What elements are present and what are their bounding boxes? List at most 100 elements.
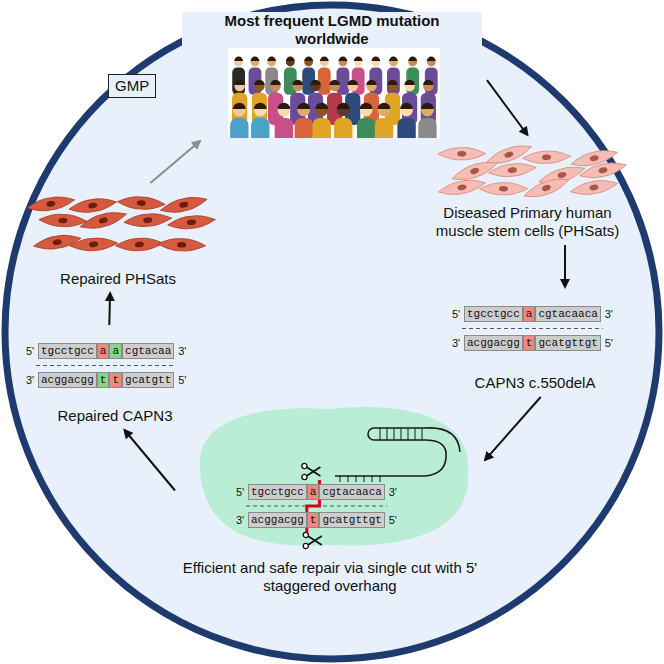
person-head bbox=[234, 81, 244, 91]
person-head bbox=[286, 58, 295, 67]
strand-end-label: 3' bbox=[448, 336, 464, 350]
muscle-cell bbox=[123, 212, 172, 228]
person-head bbox=[278, 104, 291, 117]
strand-end-label: 3' bbox=[174, 344, 190, 358]
muscle-cell bbox=[33, 232, 82, 252]
cell-nucleus bbox=[187, 219, 197, 226]
sequence-base: tgcctgcc bbox=[248, 484, 307, 500]
cell-nucleus bbox=[58, 218, 67, 224]
person-head bbox=[254, 81, 264, 91]
muscle-cell bbox=[117, 196, 166, 211]
person-hair bbox=[378, 103, 391, 109]
strand-end-label: 5' bbox=[601, 336, 617, 350]
panel-label: Efficient and safe repair via single cut… bbox=[180, 559, 480, 595]
cell-body bbox=[167, 213, 216, 231]
sgrna-stem bbox=[380, 428, 422, 440]
muscle-cell bbox=[438, 148, 486, 160]
sgrna bbox=[335, 428, 460, 482]
cell-body bbox=[479, 183, 527, 195]
cell-nucleus bbox=[541, 184, 551, 192]
person-hair bbox=[297, 103, 310, 109]
person-head bbox=[339, 58, 348, 67]
muscle-cell bbox=[488, 161, 537, 179]
scissors-blade bbox=[306, 467, 320, 476]
muscle-cell bbox=[437, 177, 486, 198]
muscle-cell bbox=[115, 237, 164, 252]
muscle-cell bbox=[569, 177, 618, 197]
muscle-cell bbox=[69, 237, 118, 252]
person-hair bbox=[320, 57, 329, 61]
strand-end-label: 5' bbox=[448, 307, 464, 321]
person-hair bbox=[286, 57, 295, 61]
cell-body bbox=[438, 148, 486, 160]
person-body bbox=[337, 68, 350, 95]
person-body bbox=[387, 68, 400, 95]
scissors-icon bbox=[302, 463, 321, 479]
sequence-strand: 3'acggacggtgcatgttgt5' bbox=[232, 512, 401, 528]
muscle-cell bbox=[522, 150, 570, 164]
sequence-strand: 3'acggacggtgcatgttgt5' bbox=[448, 335, 617, 351]
cycle-arrow bbox=[487, 80, 528, 135]
crowd-illustration bbox=[230, 57, 438, 138]
cell-nucleus bbox=[177, 242, 186, 248]
cell-nucleus bbox=[98, 217, 108, 225]
person-body bbox=[275, 118, 293, 138]
strand-end-label: 5' bbox=[174, 373, 190, 387]
sequence-base: cgtacaa bbox=[122, 343, 174, 359]
person-head bbox=[234, 58, 243, 67]
scissors-blade bbox=[308, 536, 322, 545]
strand-end-label: 3' bbox=[601, 307, 617, 321]
figure-panel: Diseased Primary human muscle stem cells… bbox=[425, 140, 630, 240]
muscle-cell bbox=[26, 194, 75, 214]
strand-end-label: 3' bbox=[232, 513, 248, 527]
figure-panel: Efficient and safe repair via single cut… bbox=[180, 405, 480, 595]
cell-nucleus bbox=[504, 150, 514, 158]
cell-body bbox=[79, 208, 129, 233]
person-body bbox=[230, 118, 248, 138]
cell-nucleus bbox=[499, 186, 508, 192]
scissors-blade bbox=[308, 536, 322, 545]
person-body bbox=[251, 118, 269, 138]
cell-nucleus bbox=[589, 154, 599, 162]
sequence-strand: 5'tgcctgccacgtacaaca3' bbox=[232, 484, 401, 500]
sequence-base: cgtacaaca bbox=[319, 484, 384, 500]
sequence-base: t bbox=[109, 372, 122, 388]
person-hair bbox=[421, 103, 434, 109]
person-head bbox=[304, 58, 313, 67]
person-hair bbox=[254, 80, 264, 85]
cell-nucleus bbox=[457, 184, 467, 191]
strand-end-label: 3' bbox=[385, 485, 401, 499]
cell-body bbox=[569, 177, 618, 197]
person-body bbox=[418, 118, 436, 138]
sequence-base: acggacgg bbox=[464, 335, 523, 351]
scissors-handle bbox=[302, 463, 307, 468]
muscle-cell bbox=[79, 208, 129, 233]
cell-nucleus bbox=[52, 239, 62, 246]
person-hair bbox=[389, 57, 398, 61]
muscle-cell bbox=[157, 238, 205, 252]
person-head bbox=[251, 58, 260, 67]
panel-label: CAPN3 c.550delA bbox=[475, 374, 596, 392]
cell-body bbox=[115, 237, 164, 252]
cell-body bbox=[68, 196, 117, 215]
muscle-cell bbox=[479, 183, 527, 195]
cycle-arrow bbox=[564, 245, 566, 287]
person-hair bbox=[278, 103, 291, 109]
person-head bbox=[387, 81, 397, 91]
person-body bbox=[375, 118, 393, 138]
cell-body bbox=[33, 232, 82, 252]
sequence-strand: 5'tgcctgccacgtacaaca3' bbox=[448, 306, 617, 322]
panel-label: Repaired CAPN3 bbox=[57, 407, 172, 425]
cell-nucleus bbox=[589, 184, 599, 191]
person-hair bbox=[360, 103, 373, 109]
sequence-base: tgcctgcc bbox=[38, 343, 97, 359]
person-body bbox=[295, 118, 313, 138]
person-hair bbox=[404, 80, 414, 85]
cell-nucleus bbox=[46, 200, 56, 207]
panel-label: Repaired PHSats bbox=[60, 270, 176, 288]
scissors-icon bbox=[303, 532, 322, 548]
person-body bbox=[318, 68, 331, 95]
cell-nucleus bbox=[469, 167, 479, 175]
strand-separator bbox=[462, 328, 603, 329]
staggered-cut bbox=[307, 480, 320, 532]
